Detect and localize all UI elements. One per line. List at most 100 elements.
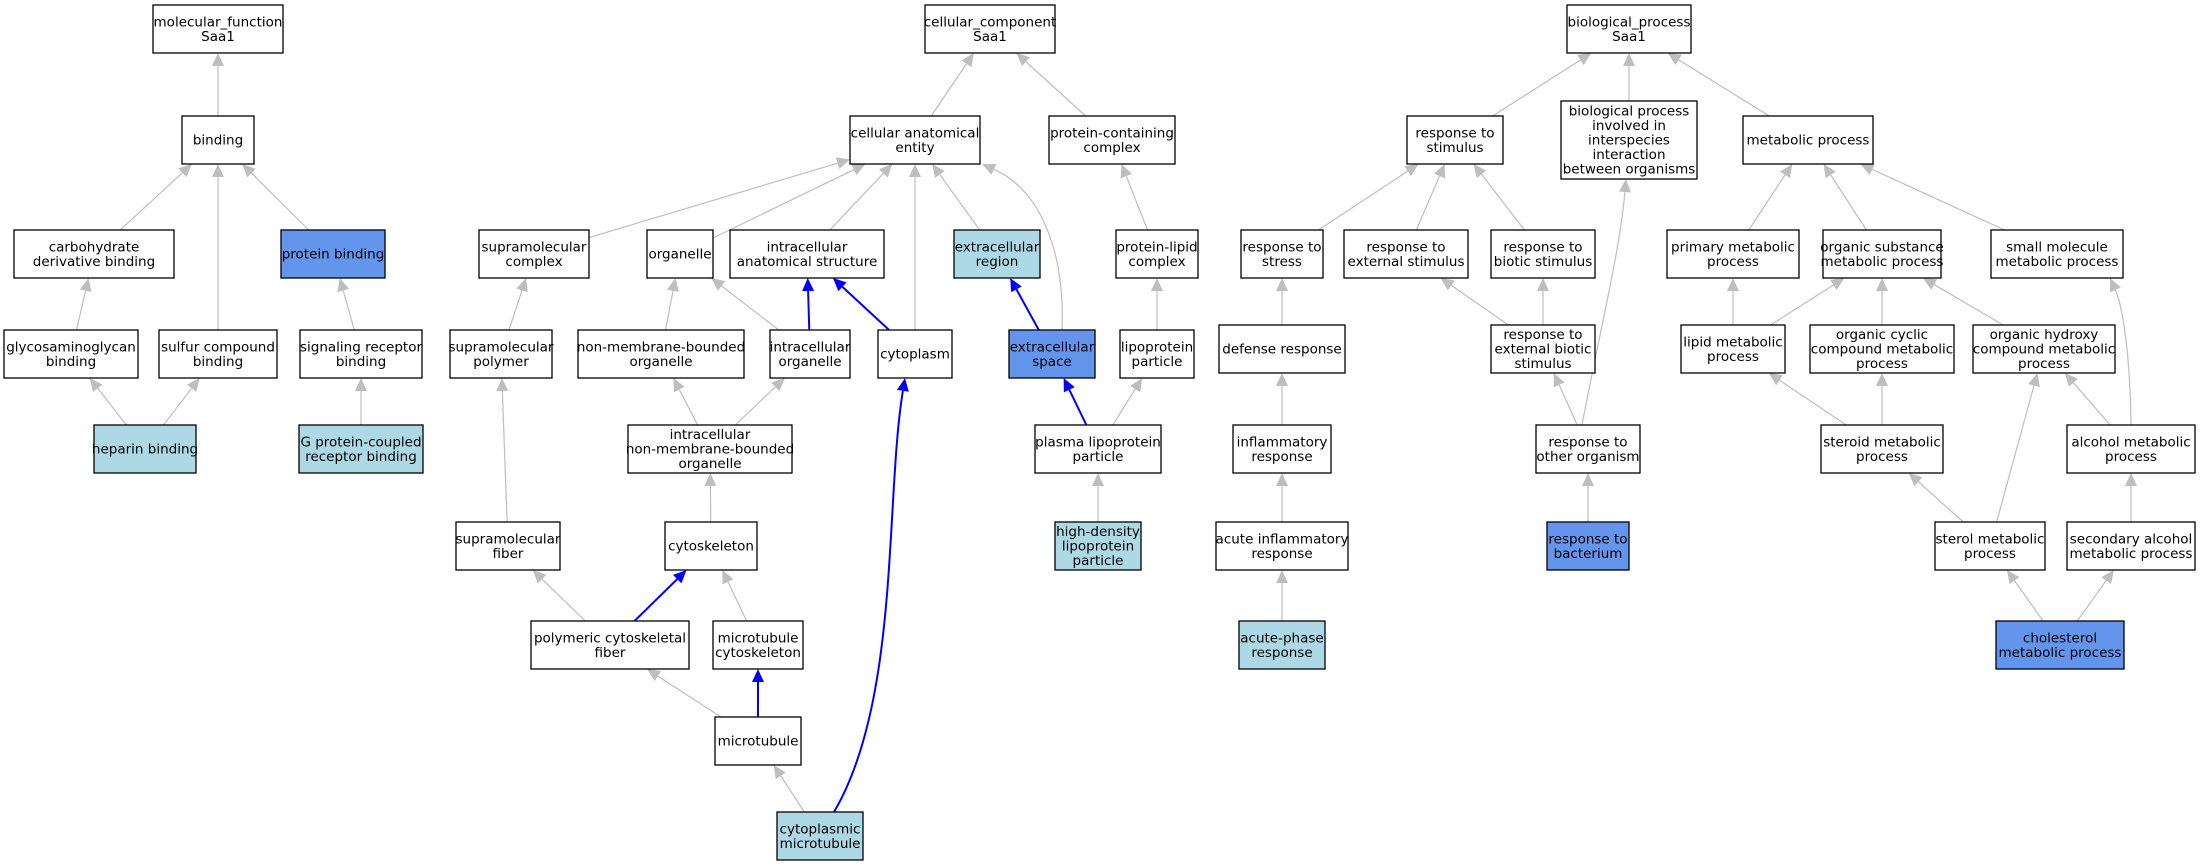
arrowhead-gag_bind-to-carb_bind	[79, 278, 92, 293]
node-box	[1535, 424, 1641, 474]
node-label-line: metabolic process	[1747, 133, 1870, 149]
arrowhead-resp_other_org-to-resp_ext_biotic	[1553, 373, 1565, 388]
arrowhead-chol_met-to-sec_alcohol_met	[2101, 570, 2114, 585]
arrowhead-primary_met-to-metabolic	[1780, 164, 1793, 179]
node-cytoplasm[interactable]: cytoplasm	[877, 329, 953, 379]
arrowhead-nmbo-to-organelle	[667, 278, 679, 292]
edge-pcf-to-supramol_fiber	[541, 578, 586, 622]
arrowhead-cyto_mt-to-cytoplasm	[896, 378, 909, 392]
edge-heparin_bind-to-sulfur_bind	[162, 387, 193, 426]
arrowhead-alcohol_met-to-org_hyd_met	[2064, 373, 2078, 387]
arrowhead-small_mol_met-to-metabolic	[1860, 163, 1875, 175]
arrowhead-resp_ext-to-resp_stim	[1434, 164, 1446, 179]
node-binding[interactable]: binding	[181, 115, 255, 165]
arrowhead-heparin_bind-to-gag_bind	[89, 378, 103, 392]
node-heparin_bind[interactable]: heparin binding	[92, 424, 198, 474]
node-label-line: lipoprotein	[1121, 339, 1193, 355]
arrowhead-inflam-to-defense	[1276, 373, 1288, 386]
node-inmbo[interactable]: intracellularnon-membrane-boundedorganel…	[626, 424, 794, 474]
node-box	[953, 229, 1041, 279]
node-label-line: signaling receptor	[300, 339, 423, 355]
node-defense[interactable]: defense response	[1218, 324, 1346, 374]
node-label-line: complex	[1083, 140, 1140, 156]
node-label-line: metabolic process	[1996, 254, 2119, 270]
arrowhead-organelle-to-cae	[851, 164, 866, 176]
node-label-line: carbohydrate	[49, 239, 140, 255]
edge-chol_met-to-sec_alcohol_met	[2076, 580, 2107, 622]
arrowhead-alcohol_met-to-small_mol_met	[2109, 278, 2121, 293]
arrowhead-acute_inflam-to-inflam	[1276, 473, 1288, 486]
node-label-line: steroid metabolic	[1823, 434, 1941, 450]
node-label-line: glycosaminoglycan	[6, 339, 136, 355]
node-metabolic[interactable]: metabolic process	[1742, 115, 1874, 165]
edge-gag_bind-to-carb_bind	[75, 290, 87, 331]
node-label-line: compound metabolic	[1973, 342, 2115, 358]
edge-resp_other_org-to-resp_ext_biotic	[1558, 384, 1578, 426]
node-box	[1232, 424, 1332, 474]
node-organelle[interactable]: organelle	[646, 229, 714, 279]
node-box	[1034, 424, 1162, 474]
node-microtubule[interactable]: microtubule	[714, 716, 802, 766]
edge-cytoplasm-to-ias	[841, 286, 890, 331]
node-box	[1560, 100, 1698, 180]
edge-resp_ext_biotic-to-resp_ext	[1450, 284, 1509, 326]
node-label-line: stimulus	[1426, 140, 1483, 156]
node-label-line: sulfur compound	[161, 339, 275, 355]
arrowhead-heparin_bind-to-sulfur_bind	[186, 378, 200, 392]
edge-supramol_polymer-to-supramol_complex	[508, 290, 523, 331]
edge-mt_cyto-to-cytoskeleton	[727, 581, 748, 622]
node-label-line: non-membrane-bounded	[626, 442, 794, 458]
arrowhead-ext_space-to-ext_region	[1010, 278, 1022, 293]
node-cytoskeleton[interactable]: cytoskeleton	[664, 521, 758, 571]
node-protein_binding[interactable]: protein binding	[280, 229, 386, 279]
